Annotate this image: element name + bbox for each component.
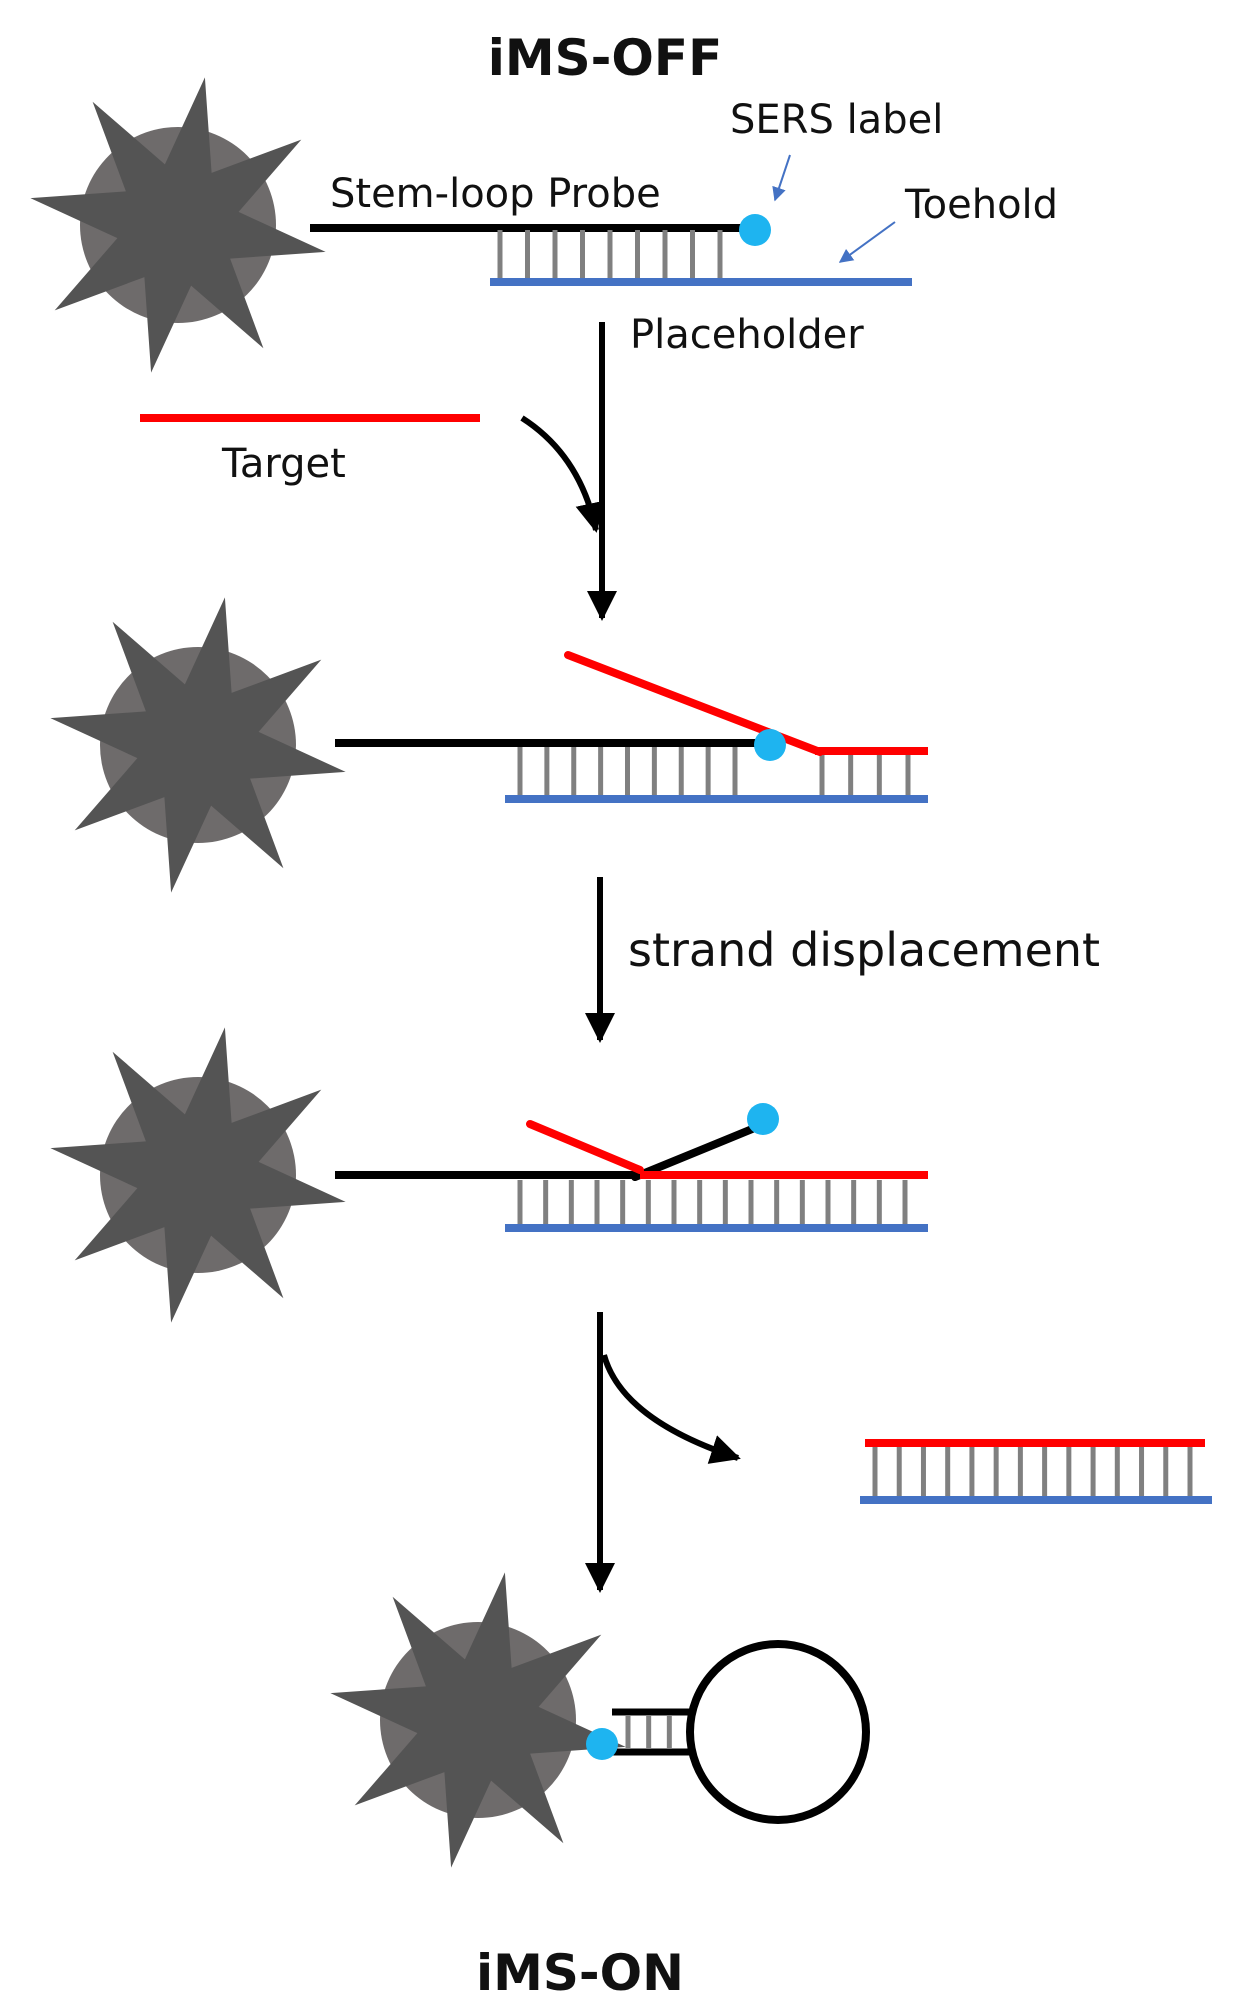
released-duplex [860,1439,1212,1504]
title-ims-on: iMS-ON [476,1944,684,2002]
toehold-label-arrow [838,221,896,263]
label-sers: SERS label [730,97,943,143]
label-strand-displacement: strand displacement [628,923,1100,977]
stage-1-off: Stem-loop Probe SERS label Toehold Place… [30,77,1058,373]
label-toehold: Toehold [904,182,1058,228]
nanostar-spikes [50,597,346,893]
nanostar-spikes [330,1572,626,1868]
base-pairs-2a [517,747,738,795]
target-strand-free-end-3 [526,1120,644,1174]
stage-2-binding [50,597,928,893]
nanostar-2 [50,597,346,893]
arrow-target-joins [520,415,606,533]
sers-dot-3 [747,1103,779,1135]
base-pairs-stem [625,1716,693,1748]
base-pairs-3 [517,1180,908,1224]
stage-4-on [330,1572,870,1868]
label-stem-loop-probe: Stem-loop Probe [330,171,661,217]
nanostar-spikes [50,1027,346,1323]
base-pairs-released [872,1447,1193,1496]
label-target: Target [221,441,346,487]
stage-3-displacement [50,1027,928,1323]
sers-dot-1 [739,214,771,246]
stem-loop [686,1640,870,1824]
title-ims-off: iMS-OFF [488,29,722,87]
base-pairs-1 [497,230,723,278]
nanostar-3 [50,1027,346,1323]
probe-strand-released-end-3 [631,1121,766,1181]
nanostar-1 [30,77,326,373]
label-placeholder: Placeholder [630,312,864,358]
sers-dot-2 [754,729,786,761]
arrow-duplex-release [601,1354,741,1464]
nanostar-4 [330,1572,626,1868]
sers-dot-4 [586,1728,618,1760]
sers-label-arrow [772,154,791,202]
base-pairs-2b [819,755,911,795]
nanostar-spikes [30,77,326,373]
